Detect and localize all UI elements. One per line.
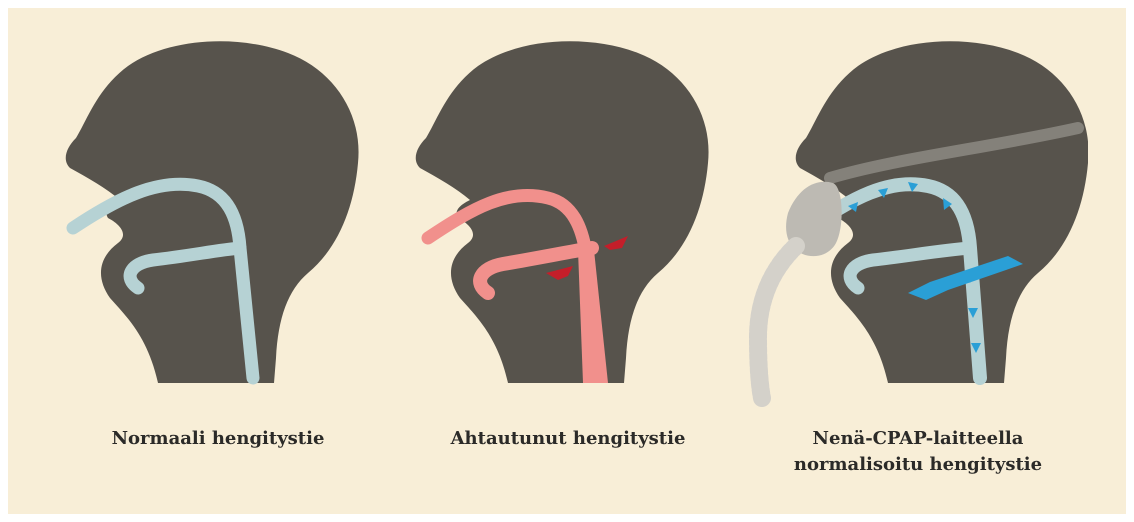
caption-normal-airway: Normaali hengitystie (48, 426, 388, 452)
caption-line: Nenä-CPAP-laitteella (748, 426, 1088, 452)
caption-narrowed-airway: Ahtautunut hengitystie (398, 426, 738, 452)
cpap-hose (758, 246, 796, 398)
head-profile-narrowed (398, 38, 738, 408)
narrowed-airway-illustration (398, 38, 738, 408)
caption-line: Normaali hengitystie (112, 428, 325, 449)
caption-cpap-airway: Nenä-CPAP-laitteella normalisoitu hengit… (748, 426, 1088, 478)
normal-airway-illustration (48, 38, 388, 408)
head-profile-normal (48, 38, 388, 408)
caption-line: normalisoitu hengitystie (748, 452, 1088, 478)
head-profile-cpap (748, 38, 1088, 408)
cpap-airway-illustration (748, 38, 1088, 408)
caption-line: Ahtautunut hengitystie (451, 428, 686, 449)
diagram-frame: Normaali hengitystie Ahtautunut hengitys… (8, 8, 1126, 514)
